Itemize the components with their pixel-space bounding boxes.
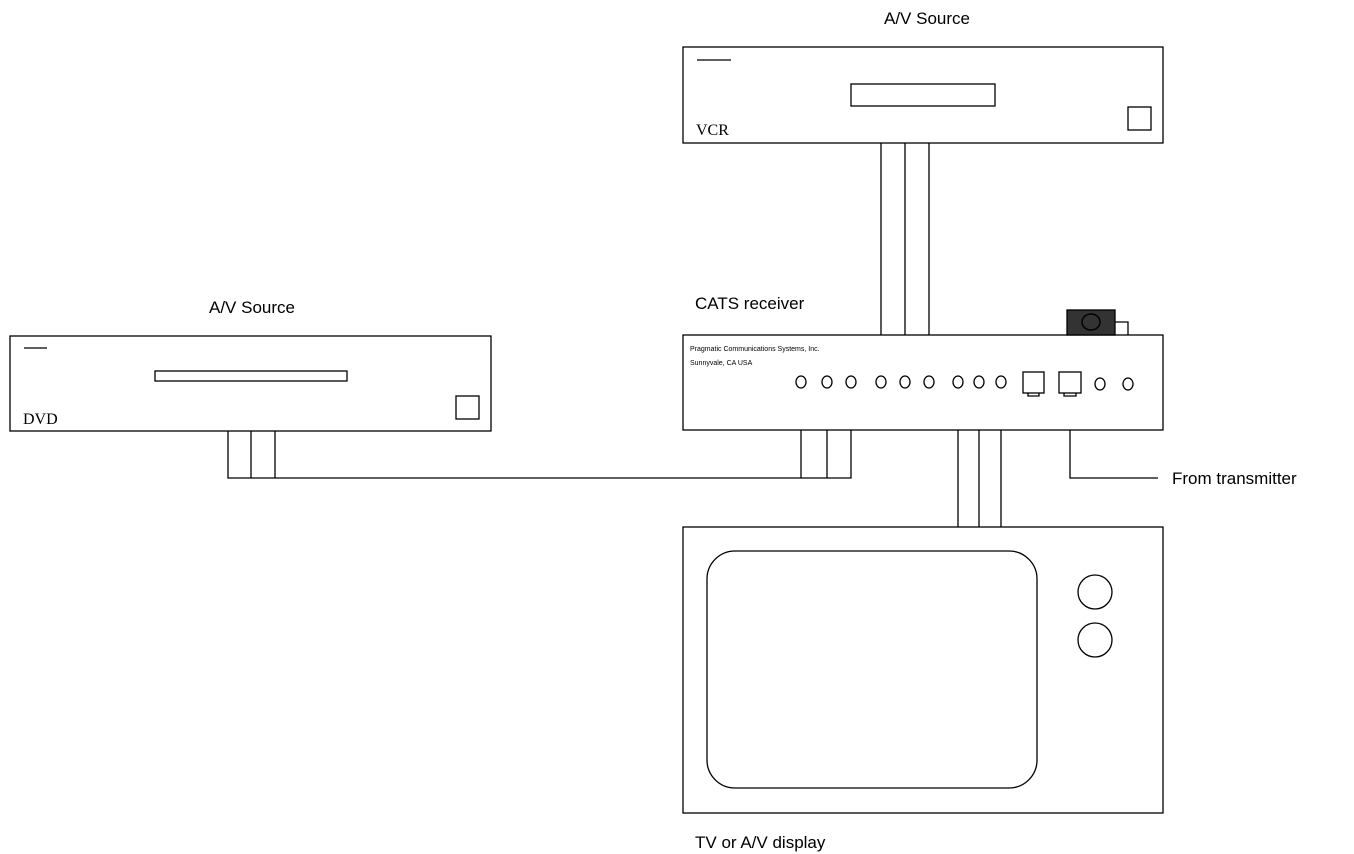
tv-screen [706,550,1038,789]
network-jack-2 [1058,371,1082,397]
vcr-tape-slot [850,83,996,107]
display-output-jacks [952,375,1007,389]
receiver-device: Pragmatic Communications Systems, Inc. S… [682,334,1164,431]
tv-display-device [682,526,1164,814]
ir-input-jack [1122,377,1134,391]
display-title: TV or A/V display [695,833,826,852]
dvd-power-button [455,395,480,420]
tv-knob-bottom [1077,622,1113,658]
vcr-role-label: A/V Source [884,9,970,28]
dvd-device: DVD [9,335,492,432]
ir-sensor [1066,309,1116,336]
network-jack-1 [1022,371,1045,397]
dvd-disc-tray [154,370,348,382]
dvd-name: DVD [23,411,58,428]
dvd-to-receiver-cables [227,389,852,479]
vcr-name: VCR [696,122,729,139]
receiver-title: CATS receiver [695,294,805,313]
aux-jack [1094,377,1106,391]
receiver-maker-line1: Pragmatic Communications Systems, Inc. [690,346,820,353]
vcr-power-button [1127,106,1152,131]
dvd-role-label: A/V Source [209,298,295,317]
vcr-input-jacks [875,375,935,389]
tv-knob-top [1077,574,1113,610]
receiver-maker-line2: Sunnyvale, CA USA [690,360,753,367]
from-transmitter-label: From transmitter [1172,469,1297,488]
dvd-input-jacks [795,375,857,389]
vcr-device: VCR [682,46,1164,144]
